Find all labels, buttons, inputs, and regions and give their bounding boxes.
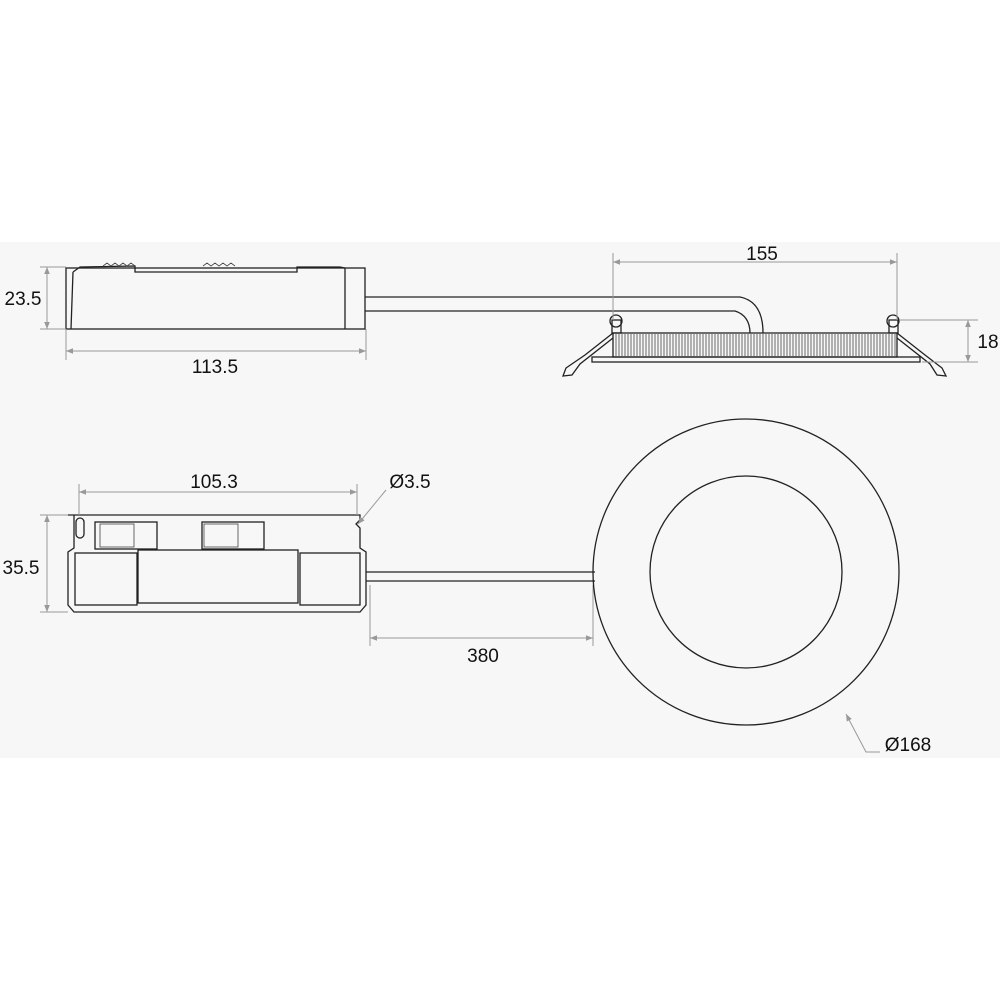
dim-hole-diameter: Ø3.5	[389, 472, 430, 493]
dimension-cable-length	[369, 585, 594, 646]
dim-driver-width: 35.5	[3, 558, 40, 579]
dimension-driver-height	[40, 266, 66, 330]
cable	[365, 296, 764, 334]
dim-cable-length: 380	[467, 646, 499, 667]
lamp-inner-circle	[649, 475, 843, 669]
dim-hole-spacing: 105.3	[190, 472, 238, 493]
dimension-driver-length	[65, 329, 367, 360]
dim-driver-length: 113.5	[192, 357, 238, 378]
dim-driver-height: 23.5	[5, 289, 42, 310]
dimension-hole-spacing	[78, 484, 358, 515]
dimension-lamp-cutout	[612, 253, 898, 320]
diameter-leader	[845, 713, 880, 753]
dimension-lamp-height	[900, 319, 978, 363]
dim-lamp-diameter: Ø168	[885, 735, 931, 756]
driver-side-view	[65, 262, 764, 334]
hole-leader	[357, 489, 387, 525]
dimension-driver-width	[40, 514, 68, 613]
lamp-outer-circle	[592, 418, 900, 726]
heatsink-fins	[615, 334, 896, 356]
dim-lamp-height: 18	[977, 332, 998, 353]
background-band	[0, 242, 1000, 758]
lamp-side-view	[562, 314, 948, 377]
dim-lamp-cutout: 155	[746, 244, 778, 265]
